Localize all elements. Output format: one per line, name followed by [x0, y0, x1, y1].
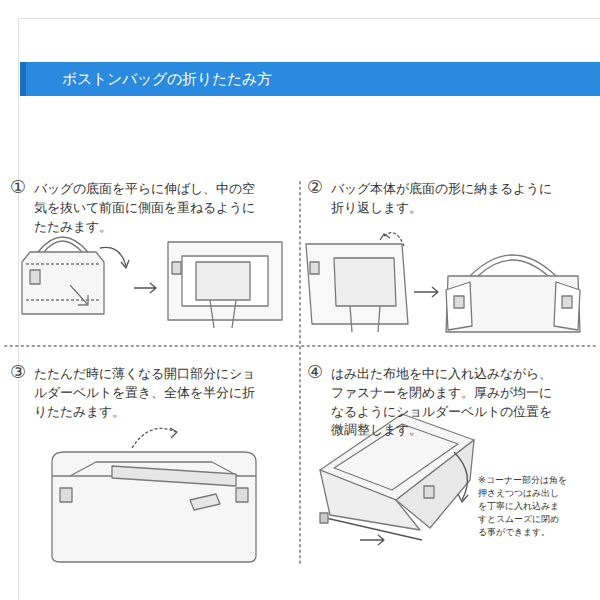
title-band-part	[20, 62, 600, 96]
step4-illustration-part	[396, 440, 474, 528]
step2-illustration-part	[446, 276, 580, 332]
step2-illustration-part	[384, 233, 404, 246]
step-number: ①	[6, 176, 30, 198]
step2-illustration	[306, 233, 580, 332]
step3-illustration-part	[60, 488, 72, 502]
step1-illustration-part	[70, 285, 88, 305]
step-number: ②	[303, 176, 327, 198]
page-frame	[19, 19, 600, 600]
step3-illustration-part	[132, 428, 176, 448]
panel-divider-part	[5, 345, 595, 347]
page-frame-part	[19, 19, 600, 600]
step1-illustration-part	[26, 264, 100, 300]
step4-illustration-part	[326, 518, 422, 540]
step-number: ④	[303, 361, 327, 383]
step3-illustration-part	[190, 494, 220, 510]
step1-illustration-part	[44, 241, 82, 252]
step1-illustration	[22, 237, 282, 328]
step-text: はみ出た布地を中に入れ込みながら、 ファスナーを閉めます。厚みが均一に なるよう…	[331, 365, 576, 440]
step2-illustration-part	[350, 306, 380, 332]
step1-illustration-part	[121, 260, 129, 268]
step3-illustration-part	[112, 466, 236, 486]
step3-illustration-part	[236, 488, 248, 502]
step1-illustration-part	[134, 283, 156, 293]
step1-illustration-part	[210, 300, 236, 328]
step2-illustration-part	[554, 282, 580, 330]
step2-illustration-part	[470, 255, 556, 276]
step1-illustration-part	[168, 242, 282, 320]
step2-illustration-part	[414, 287, 438, 297]
step1-illustration-part	[38, 237, 88, 252]
step2-illustration-part	[562, 296, 572, 308]
step4-illustration-part	[360, 535, 384, 545]
step3-illustration	[52, 428, 256, 562]
step1-illustration-part	[172, 262, 181, 274]
step3-illustration-part	[170, 428, 177, 438]
step1-illustration-part	[196, 262, 250, 300]
step2-illustration-part	[454, 296, 464, 308]
step2-illustration-part	[310, 262, 319, 274]
step4-illustration-part	[320, 513, 328, 523]
step2-illustration-part	[478, 260, 548, 276]
step2-illustration-part	[446, 282, 472, 330]
step1-illustration-part	[182, 256, 268, 306]
step-text: たたんだ時に薄くなる開口部分にショ ルダーベルトを置き、全体を半分に折 りたたみ…	[34, 365, 279, 421]
step-text: バッグの底面を平らに伸ばし、中の空 気を抜いて前面に側面を重ねるように たたみま…	[34, 180, 279, 236]
step-number: ③	[6, 361, 30, 383]
step1-illustration-part	[30, 270, 40, 284]
title-text: ボストンバッグの折りたたみ方	[62, 69, 272, 89]
step2-illustration-part	[334, 258, 396, 306]
step1-illustration-part	[22, 252, 104, 314]
title-band	[20, 62, 600, 96]
step3-illustration-part	[52, 452, 256, 562]
note-text: ※コーナー部分は角を 押さえつつはみ出し を丁寧に入れ込みま すとスムーズに閉め…	[478, 474, 590, 539]
step4-illustration-part	[454, 452, 467, 500]
step2-illustration-part	[306, 244, 408, 324]
step2-illustration-part	[380, 234, 390, 240]
step4-illustration-part	[458, 494, 468, 502]
panel-divider-part	[299, 182, 301, 565]
title-band-part	[20, 62, 26, 96]
panel-divider	[5, 182, 595, 565]
step-text: バッグ本体が底面の形に納まるように 折り返します。	[331, 180, 576, 218]
step4-illustration-part	[424, 486, 434, 498]
